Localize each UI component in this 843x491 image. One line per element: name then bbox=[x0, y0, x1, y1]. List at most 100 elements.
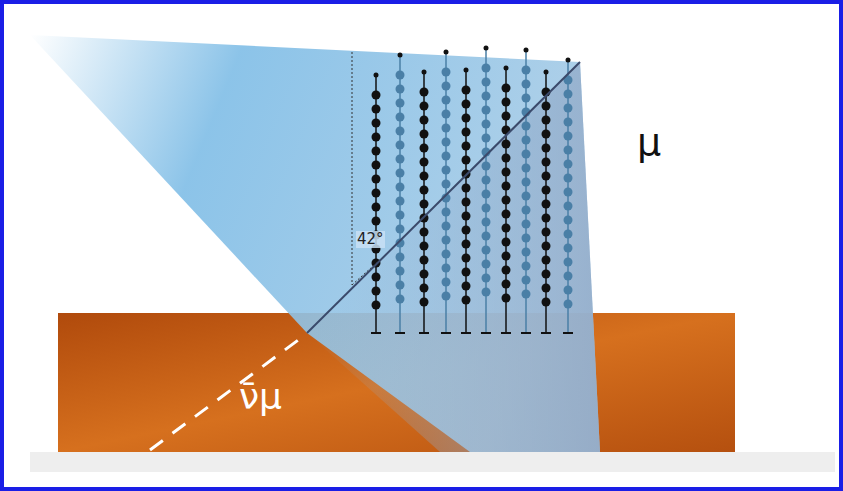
string-anchor bbox=[541, 332, 551, 334]
optical-module bbox=[542, 256, 551, 265]
optical-module bbox=[442, 110, 451, 119]
string-anchor bbox=[521, 332, 531, 334]
optical-module bbox=[442, 278, 451, 287]
optical-module bbox=[420, 228, 429, 237]
optical-module bbox=[420, 186, 429, 195]
optical-module bbox=[502, 280, 511, 289]
optical-module bbox=[442, 292, 451, 301]
optical-module bbox=[522, 178, 531, 187]
optical-module bbox=[482, 64, 491, 73]
string-top bbox=[504, 66, 509, 71]
optical-module bbox=[442, 264, 451, 273]
optical-module bbox=[420, 298, 429, 307]
optical-module bbox=[522, 136, 531, 145]
optical-module bbox=[502, 294, 511, 303]
string-top bbox=[524, 48, 529, 53]
optical-module bbox=[542, 130, 551, 139]
optical-module bbox=[542, 144, 551, 153]
optical-module bbox=[502, 196, 511, 205]
optical-module bbox=[482, 106, 491, 115]
optical-module bbox=[396, 211, 405, 220]
optical-module bbox=[442, 250, 451, 259]
optical-module bbox=[396, 183, 405, 192]
optical-module bbox=[372, 133, 381, 142]
optical-module bbox=[542, 172, 551, 181]
optical-module bbox=[502, 266, 511, 275]
particle-label: ν̄μ bbox=[238, 378, 283, 416]
optical-module bbox=[542, 298, 551, 307]
string-top bbox=[374, 73, 379, 78]
optical-module bbox=[502, 210, 511, 219]
optical-module bbox=[372, 105, 381, 114]
string-anchor bbox=[371, 332, 381, 334]
optical-module bbox=[564, 230, 573, 239]
neutrino-path bbox=[150, 335, 305, 450]
optical-module bbox=[372, 203, 381, 212]
optical-module bbox=[482, 78, 491, 87]
optical-module bbox=[372, 217, 381, 226]
optical-module bbox=[396, 295, 405, 304]
string-cable bbox=[399, 55, 401, 333]
optical-module bbox=[372, 147, 381, 156]
optical-module bbox=[442, 138, 451, 147]
optical-module bbox=[522, 150, 531, 159]
optical-module bbox=[462, 254, 471, 263]
optical-module bbox=[522, 122, 531, 131]
optical-module bbox=[482, 176, 491, 185]
optical-module bbox=[522, 164, 531, 173]
optical-module bbox=[482, 232, 491, 241]
string-top bbox=[422, 70, 427, 75]
string-anchor bbox=[501, 332, 511, 334]
string-top bbox=[444, 50, 449, 55]
optical-module bbox=[372, 119, 381, 128]
optical-module bbox=[502, 140, 511, 149]
string-anchor bbox=[395, 332, 405, 334]
cherenkov-cone bbox=[30, 35, 600, 452]
optical-module bbox=[420, 256, 429, 265]
optical-module bbox=[564, 174, 573, 183]
optical-module bbox=[564, 300, 573, 309]
optical-module bbox=[564, 160, 573, 169]
string-anchor bbox=[419, 332, 429, 334]
optical-module bbox=[396, 141, 405, 150]
string-top bbox=[484, 46, 489, 51]
optical-module bbox=[482, 218, 491, 227]
optical-module bbox=[420, 88, 429, 97]
optical-module bbox=[564, 90, 573, 99]
optical-module bbox=[442, 236, 451, 245]
optical-module bbox=[462, 282, 471, 291]
particle-label: μ bbox=[636, 122, 662, 162]
optical-module bbox=[462, 100, 471, 109]
optical-module bbox=[482, 274, 491, 283]
optical-module bbox=[442, 68, 451, 77]
optical-module bbox=[396, 85, 405, 94]
optical-module bbox=[396, 99, 405, 108]
optical-module bbox=[462, 226, 471, 235]
optical-module bbox=[420, 172, 429, 181]
optical-module bbox=[522, 234, 531, 243]
optical-module bbox=[502, 154, 511, 163]
string-anchor bbox=[441, 332, 451, 334]
optical-module bbox=[482, 190, 491, 199]
string-top bbox=[398, 53, 403, 58]
optical-module bbox=[542, 116, 551, 125]
optical-module bbox=[564, 272, 573, 281]
optical-module bbox=[420, 242, 429, 251]
optical-module bbox=[482, 134, 491, 143]
cherenkov-cone-lower bbox=[307, 62, 600, 452]
string-anchor bbox=[461, 332, 471, 334]
optical-module bbox=[502, 224, 511, 233]
string-top bbox=[464, 68, 469, 73]
optical-module bbox=[542, 242, 551, 251]
optical-module bbox=[522, 220, 531, 229]
optical-module bbox=[420, 102, 429, 111]
optical-module bbox=[564, 216, 573, 225]
optical-module bbox=[396, 281, 405, 290]
optical-module bbox=[502, 238, 511, 247]
optical-module bbox=[372, 273, 381, 282]
optical-module bbox=[522, 94, 531, 103]
optical-module bbox=[564, 202, 573, 211]
optical-module bbox=[396, 155, 405, 164]
